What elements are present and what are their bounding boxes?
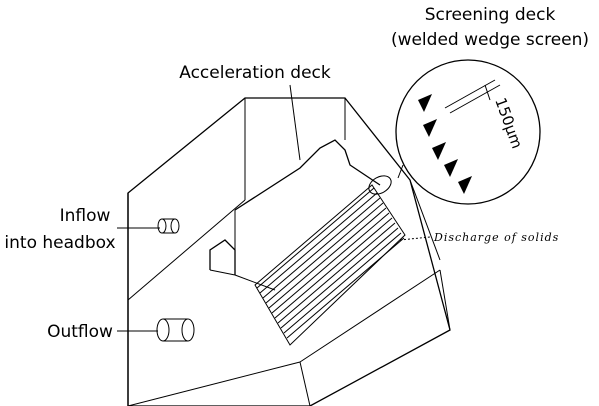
gap-size-label: 150µm <box>491 95 526 151</box>
discharge-label: Discharge of solids <box>433 231 559 244</box>
acceleration-deck-label: Acceleration deck <box>179 63 331 83</box>
leader-lines <box>117 84 431 332</box>
inflow-label-line2: into headbox <box>4 233 115 253</box>
outflow-pipe <box>156 318 195 342</box>
inflow-pipe <box>157 218 180 234</box>
wedge-wires <box>256 187 405 339</box>
screening-deck-label-line2: (welded wedge screen) <box>391 30 589 50</box>
outflow-label: Outflow <box>47 322 113 342</box>
screening-deck <box>254 175 406 346</box>
housing-outline <box>127 97 451 406</box>
acceleration-deck <box>209 139 381 291</box>
inflow-label-line1: Inflow <box>60 206 111 226</box>
magnifier-detail <box>395 59 541 205</box>
screening-deck-label-line1: Screening deck <box>425 5 556 25</box>
